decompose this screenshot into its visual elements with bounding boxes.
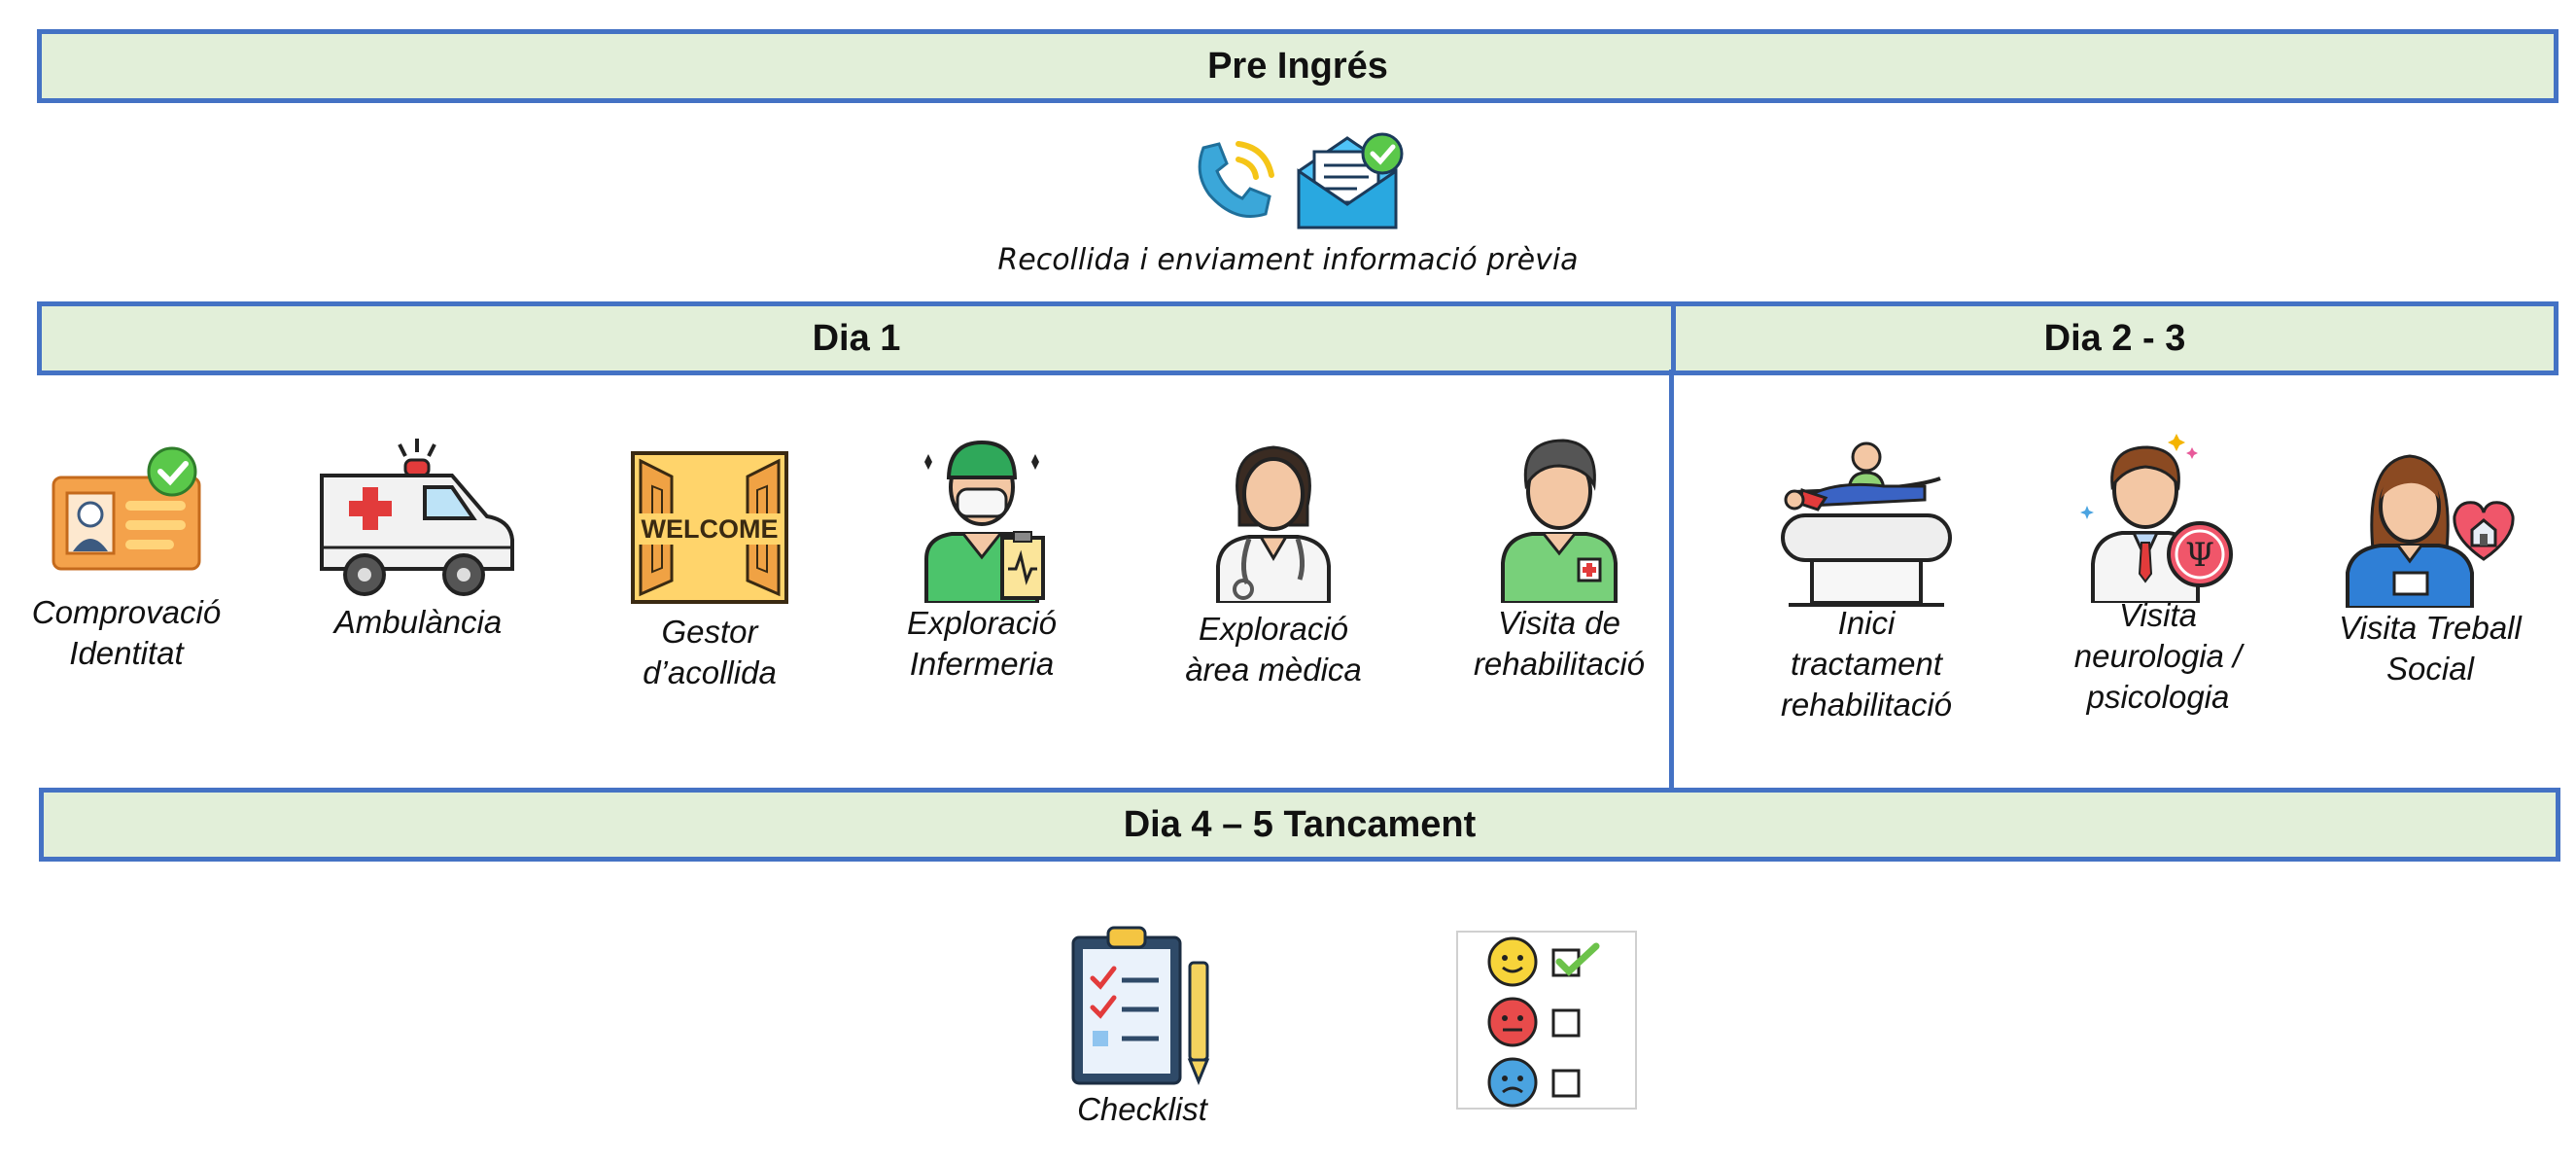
- doctor-icon: [1216, 445, 1331, 603]
- svg-text:WELCOME: WELCOME: [642, 514, 779, 544]
- section-divider: [1669, 370, 1674, 788]
- step-ambulancia: Ambulància: [292, 433, 544, 643]
- dia23-title: Dia 2 - 3: [2043, 317, 2186, 359]
- dia23-bar: Dia 2 - 3: [1671, 301, 2559, 375]
- welcome-door-icon: WELCOME: [631, 451, 788, 604]
- step-label: Visita de rehabilitació: [1473, 605, 1646, 682]
- step-checklist: Checklist: [1016, 924, 1269, 1130]
- dia1-title: Dia 1: [812, 317, 901, 359]
- step-label: Exploració Infermeria: [906, 605, 1058, 682]
- rehab-table-icon: [1781, 441, 1952, 607]
- step-label: Ambulància: [333, 604, 503, 640]
- step-label: Visita Treball Social: [2339, 610, 2522, 687]
- pre-ingres-title: Pre Ingrés: [1207, 45, 1388, 87]
- ambulance-icon: [320, 439, 514, 596]
- phone-icon: [1198, 141, 1274, 218]
- step-label: Inici tractament rehabilitació: [1780, 605, 1953, 723]
- step-label: Comprovació Identitat: [31, 594, 222, 671]
- step-visita-treball-social: Visita Treball Social: [2304, 442, 2557, 689]
- physio-icon: [1501, 439, 1618, 603]
- step-gestor-acollida: WELCOME Gestor d’acollida: [583, 447, 836, 693]
- step-exploracio-infermeria: Exploració Infermeria: [855, 433, 1108, 685]
- step-visita-neurologia: Ψ Visita neurologia / psicologia: [2032, 428, 2284, 718]
- svg-text:Ψ: Ψ: [2185, 536, 2214, 575]
- step-label: Checklist: [1077, 1091, 1207, 1127]
- dia45-title: Dia 4 – 5 Tancament: [1123, 803, 1477, 845]
- dia1-bar: Dia 1: [37, 301, 1676, 375]
- step-inici-tractament: Inici tractament rehabilitació: [1740, 436, 1993, 725]
- clipboard-checklist-icon: [1071, 926, 1210, 1085]
- psychologist-icon: Ψ: [2080, 434, 2233, 603]
- pre-ingres-bar: Pre Ingrés: [37, 29, 2559, 103]
- satisfaction-survey: [1456, 931, 1637, 1110]
- pre-icons: [1186, 126, 1410, 233]
- step-label: Visita neurologia / psicologia: [2073, 597, 2243, 715]
- nurse-icon: [924, 440, 1045, 603]
- step-exploracio-area-medica: Exploració àrea mèdica: [1147, 438, 1400, 690]
- id-card-check-icon: [52, 446, 201, 571]
- pre-caption: Recollida i enviament informació prèvia: [997, 243, 1579, 277]
- dia45-bar: Dia 4 – 5 Tancament: [39, 788, 2560, 862]
- step-visita-rehabilitacio: Visita de rehabilitació: [1433, 433, 1686, 685]
- satisfaction-survey-icon: [1456, 931, 1637, 1110]
- step-comprovacio-identitat: Comprovació Identitat: [0, 442, 253, 674]
- step-label: Exploració àrea mèdica: [1185, 611, 1362, 688]
- social-worker-icon: [2346, 454, 2515, 608]
- envelope-check-icon: [1297, 132, 1404, 229]
- step-label: Gestor d’acollida: [643, 614, 777, 690]
